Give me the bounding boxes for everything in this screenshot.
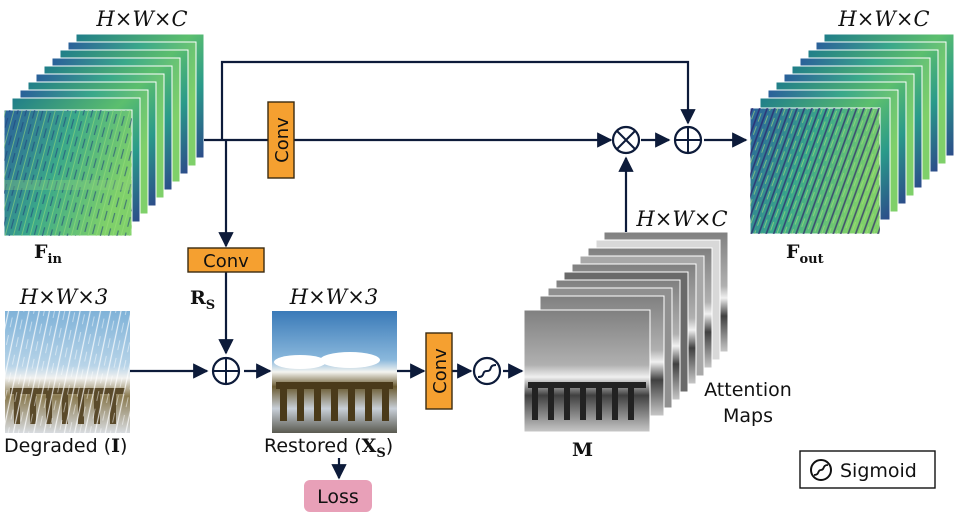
add-operator-top xyxy=(673,125,703,155)
legend-sigmoid-label: Sigmoid xyxy=(840,460,917,482)
restored-caption: Restored (XS) xyxy=(264,435,393,461)
attention-maps-caption-line2: Maps xyxy=(723,405,773,427)
m-label: M xyxy=(572,439,593,461)
restored-image xyxy=(272,311,397,433)
f-out-label: Fout xyxy=(786,241,824,267)
loss-label: Loss xyxy=(317,486,359,508)
loss-block: Loss xyxy=(304,480,372,512)
add-operator-bottom xyxy=(211,356,241,386)
conv-block-mid: Conv xyxy=(187,247,265,273)
conv-bottom-label: Conv xyxy=(430,348,451,394)
feature-stack-out xyxy=(749,33,955,235)
dim-label-restored: H×W×3 xyxy=(289,285,378,309)
degraded-caption: Degraded (I) xyxy=(4,435,127,457)
sigmoid-icon xyxy=(810,459,832,481)
conv-block-top: Conv xyxy=(267,101,295,179)
attention-maps-caption-line1: Attention xyxy=(704,379,792,401)
dim-label-degraded: H×W×3 xyxy=(19,285,108,309)
dim-label-in: H×W×C xyxy=(95,7,187,31)
f-in-label: Fin xyxy=(34,241,62,267)
connections xyxy=(130,60,748,480)
conv-mid-label: Conv xyxy=(203,251,249,272)
multiply-operator xyxy=(611,125,641,155)
feature-stack-in xyxy=(3,33,205,237)
attention-maps-stack xyxy=(523,231,729,433)
degraded-image xyxy=(5,311,130,433)
rs-label: RS xyxy=(190,287,215,313)
dim-label-out: H×W×C xyxy=(837,7,929,31)
sigmoid-operator xyxy=(472,356,502,386)
conv-top-label: Conv xyxy=(272,117,293,163)
conv-block-bottom: Conv xyxy=(425,332,453,410)
dim-label-attention: H×W×C xyxy=(635,207,727,231)
sigmoid-legend: Sigmoid xyxy=(799,450,936,489)
